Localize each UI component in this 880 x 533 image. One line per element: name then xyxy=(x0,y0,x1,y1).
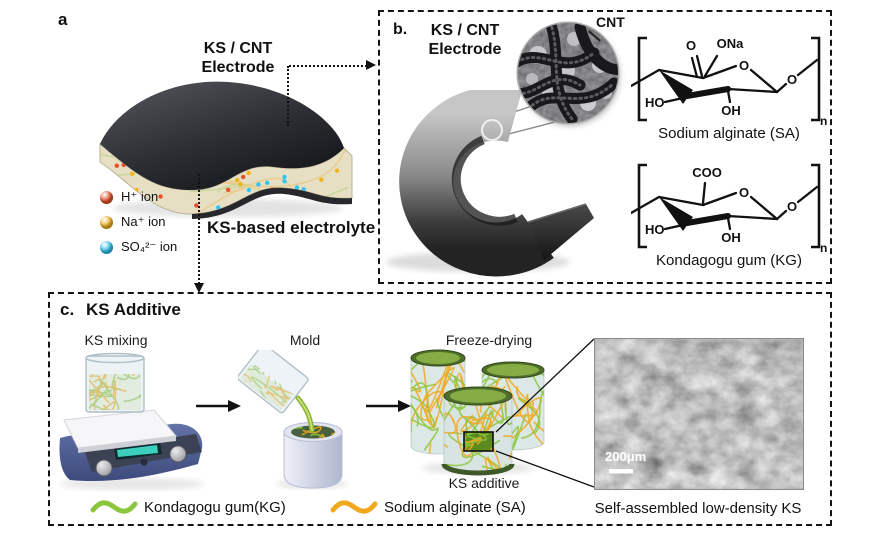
sem-scale-label: 200μm xyxy=(605,449,646,464)
kondagogu-gum-caption: Kondagogu gum (KG) xyxy=(656,252,802,269)
ion-legend-row-so4: SO₄²⁻ ion xyxy=(100,239,177,255)
beaker-fibers xyxy=(89,374,141,410)
sa-ona-group: ONa xyxy=(717,36,745,51)
electrode-title-line2: Electrode xyxy=(201,59,275,76)
kg-ring-oxygen: O xyxy=(739,185,749,200)
kg-coo-group: COO xyxy=(692,165,722,180)
kondagogu-legend-label: Kondagogu gum(KG) xyxy=(144,499,286,516)
magnified-region-outline xyxy=(463,431,494,452)
electrolyte-layer xyxy=(99,142,353,215)
rolled-electrode-illustration xyxy=(386,90,594,277)
freeze-dried-cylinders-illustration xyxy=(410,349,545,476)
connector-electrode-drop xyxy=(287,66,289,126)
roll-band xyxy=(399,90,554,277)
roll-end-flap xyxy=(528,204,594,260)
sodium-alginate-caption: Sodium alginate (SA) xyxy=(658,125,800,142)
alginate-squiggle-icon xyxy=(330,500,378,514)
panel-b-title-line1: KS / CNT xyxy=(430,22,500,39)
sa-carbonyl-o: O xyxy=(686,38,696,53)
stirrer-mixing-illustration xyxy=(59,352,204,490)
panel-b: b. KS / CNT Electrode xyxy=(378,10,832,284)
sa-oh-group: OH xyxy=(721,103,741,118)
connector-to-panel-c xyxy=(198,174,200,284)
connector-to-panel-b xyxy=(289,65,367,67)
cnt-inset-image xyxy=(518,23,618,123)
step-label-mold: Mold xyxy=(289,332,321,348)
sem-scale-bar xyxy=(609,469,633,474)
kondagogu-gum-structure: COO O O HO OH n xyxy=(631,163,827,253)
flap-edge xyxy=(527,203,587,223)
na-ion-icon xyxy=(100,215,113,229)
magnifier-target-circle xyxy=(481,119,503,141)
ion-legend: H⁺ ion Na⁺ ion SO₄²⁻ ion xyxy=(100,189,177,264)
arrowhead-down-icon xyxy=(194,283,204,293)
stirrer-knob-left xyxy=(95,459,113,477)
stirrer-knob-right xyxy=(169,445,187,463)
na-ion-label: Na⁺ ion xyxy=(121,214,166,229)
kg-link-oxygen: O xyxy=(787,199,797,214)
electrode-sandwich-illustration xyxy=(99,81,353,219)
pour-stream-highlight xyxy=(297,397,313,431)
electrolyte-label: KS-based electrolyte xyxy=(207,218,376,237)
kondagogu-squiggle-icon xyxy=(90,500,138,514)
panel-c-title: KS Additive xyxy=(86,300,181,319)
bottom-electrode-edge xyxy=(192,187,352,219)
so4-ion-label: SO₄²⁻ ion xyxy=(121,239,178,254)
panel-c: c. KS Additive KS mixing Mold Freeze-dry… xyxy=(48,292,832,526)
panel-b-title: KS / CNT Electrode xyxy=(414,21,516,59)
sa-repeat-n: n xyxy=(820,114,827,126)
so4-ion-icon xyxy=(100,240,113,254)
h-ion-label: H⁺ ion xyxy=(121,189,159,204)
sodium-alginate-structure: O ONa O O HO OH n xyxy=(631,36,827,126)
sa-ho-group: HO xyxy=(645,95,665,110)
stirrer-display-glow xyxy=(117,445,158,457)
electrode-title-line1: KS / CNT xyxy=(203,40,273,57)
alginate-legend-label: Sodium alginate (SA) xyxy=(384,499,526,516)
roll-inner-rim xyxy=(451,135,518,226)
tilted-beaker xyxy=(238,350,309,414)
top-electrode-sheet xyxy=(100,81,344,190)
stirrer-plate-edge xyxy=(78,436,176,453)
sem-caption: Self-assembled low-density KS xyxy=(594,500,802,517)
kg-ho-group: HO xyxy=(645,222,665,237)
ks-additive-label: KS additive xyxy=(448,475,520,491)
cnt-mesh-art xyxy=(518,23,618,123)
kg-repeat-n: n xyxy=(820,241,827,253)
h-ion-icon xyxy=(100,190,113,204)
ion-legend-row-na: Na⁺ ion xyxy=(100,214,177,230)
tilted-beaker-fibers xyxy=(239,365,294,411)
sa-ring-oxygen: O xyxy=(739,58,749,73)
panel-b-title-line2: Electrode xyxy=(428,41,502,58)
arrowhead-right-icon xyxy=(366,60,376,70)
step-label-ks-mixing: KS mixing xyxy=(84,332,148,348)
ion-legend-row-h: H⁺ ion xyxy=(100,189,177,205)
kg-oh-group: OH xyxy=(721,230,741,245)
sem-texture: 200μm xyxy=(595,339,803,489)
beaker-glass xyxy=(85,355,145,413)
panel-a-electrode-title: KS / CNT Electrode xyxy=(188,39,288,77)
stirrer-button xyxy=(140,458,148,466)
panel-b-letter: b. xyxy=(393,21,408,38)
cnt-label: CNT xyxy=(596,14,625,30)
sem-micrograph: 200μm xyxy=(594,338,804,490)
sa-link-oxygen: O xyxy=(787,72,797,87)
panel-a-letter: a xyxy=(58,10,68,29)
panel-c-letter: c. xyxy=(60,300,75,319)
mold-pouring-illustration xyxy=(238,350,348,489)
beaker-rim xyxy=(85,352,145,364)
